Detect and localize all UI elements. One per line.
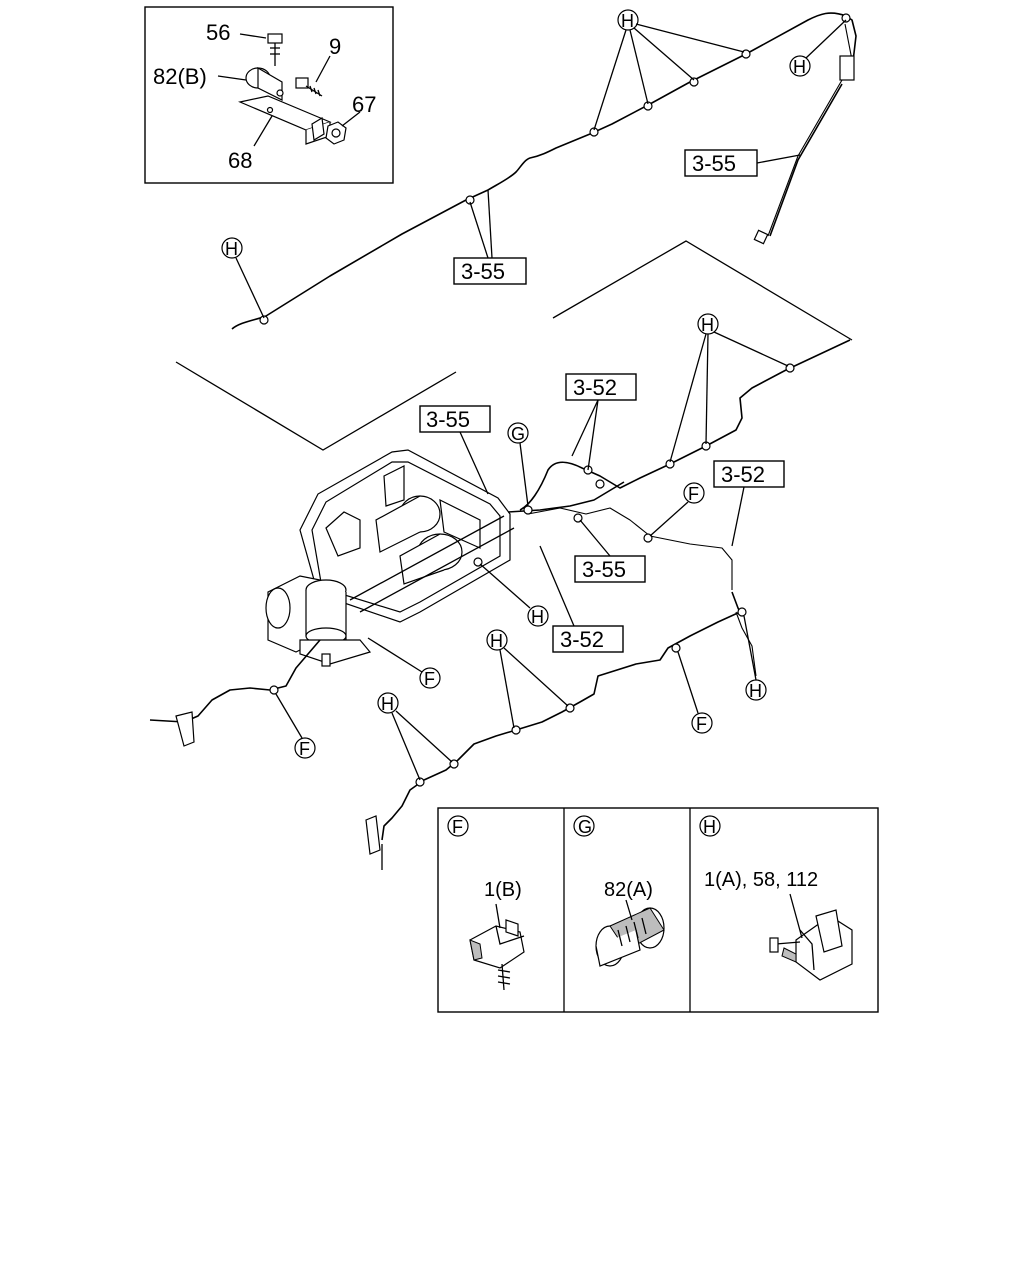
svg-text:3-52: 3-52: [560, 627, 604, 652]
legend-f-parts: 1(B): [484, 879, 522, 901]
svg-text:H: H: [621, 11, 634, 31]
clip-marker-g: G: [507, 422, 529, 507]
clip-part: [245, 66, 284, 101]
clip-marker-h-valve: H: [479, 563, 549, 627]
left-brake-pipe: [149, 639, 321, 747]
screw-part: [295, 77, 323, 97]
svg-text:H: H: [701, 315, 714, 335]
bracket-label: 68: [228, 148, 252, 173]
clip-marker-h-mid-right: H: [669, 313, 789, 463]
clip-legend-table: F 1(B) G 82(A): [437, 807, 879, 1013]
svg-text:H: H: [381, 694, 394, 714]
svg-text:F: F: [424, 669, 435, 689]
svg-text:3-55: 3-55: [692, 151, 736, 176]
screw-label: 9: [329, 34, 341, 59]
clip-h-illustration: [769, 893, 853, 981]
clip-marker-f-right: F: [649, 482, 705, 537]
svg-text:H: H: [793, 57, 806, 77]
svg-text:F: F: [688, 484, 699, 504]
floor-outline-right: [552, 240, 853, 341]
svg-text:3-55: 3-55: [426, 407, 470, 432]
bolt-leader: [239, 33, 267, 39]
svg-text:H: H: [225, 239, 238, 259]
floor-outline-left: [175, 361, 457, 451]
legend-g-cell: G 82(A): [573, 815, 665, 967]
legend-f-letter: F: [452, 817, 463, 837]
svg-text:H: H: [490, 631, 503, 651]
pipe-label-upper-right: 3-55: [684, 149, 801, 177]
svg-text:G: G: [511, 424, 525, 444]
legend-f-cell: F 1(B): [447, 815, 525, 991]
svg-text:3-52: 3-52: [721, 462, 765, 487]
svg-text:H: H: [531, 607, 544, 627]
pipe-label-mid-left: 3-55: [419, 405, 491, 495]
nut-label: 67: [352, 92, 376, 117]
lower-brake-pipe: [365, 591, 757, 870]
clip-marker-h-left: H: [221, 237, 265, 319]
bolt-part: [267, 33, 283, 66]
bracket-leader: [253, 115, 273, 147]
clip-marker-h-lower-left: H: [377, 692, 453, 781]
svg-text:F: F: [299, 739, 310, 759]
clip-marker-h-upper: H: [593, 9, 745, 131]
clip-g-illustration: [595, 899, 665, 967]
pipe-label-upper-center: 3-55: [453, 189, 527, 285]
upper-brake-pipe: [231, 12, 857, 330]
pipe-label-52-right: 3-52: [713, 460, 785, 547]
legend-g-letter: G: [578, 817, 592, 837]
clip-marker-h-upper-right: H: [789, 19, 847, 77]
svg-text:3-55: 3-55: [582, 557, 626, 582]
pipe-label-52-lower: 3-52: [539, 545, 624, 653]
nut-leader: [341, 111, 361, 127]
bolt-label: 56: [206, 20, 230, 45]
svg-text:F: F: [696, 714, 707, 734]
clip-marker-h-lower-center: H: [486, 629, 569, 729]
pipe-label-52-top: 3-52: [565, 373, 637, 471]
bracket-part: [238, 95, 332, 145]
clip-marker-f-valve: F: [367, 637, 441, 689]
screw-leader: [315, 55, 331, 83]
legend-h-cell: H 1(A), 58, 112: [699, 815, 853, 981]
pipe-label-mid-center: 3-55: [574, 519, 646, 583]
svg-text:3-55: 3-55: [461, 259, 505, 284]
svg-text:H: H: [749, 681, 762, 701]
legend-h-parts: 1(A), 58, 112: [704, 869, 818, 891]
nut-part: [325, 121, 347, 145]
valve-assembly: [265, 449, 515, 667]
detail-inset: 56 82(B) 9 68 67: [144, 6, 394, 184]
svg-text:3-52: 3-52: [573, 375, 617, 400]
clip-marker-f-lower: F: [677, 651, 713, 734]
clip-f-illustration: [469, 903, 525, 991]
mid-brake-pipes: [473, 339, 851, 590]
clip-leader: [217, 75, 247, 81]
legend-h-letter: H: [703, 817, 716, 837]
legend-g-parts: 82(A): [604, 879, 653, 901]
clip-label: 82(B): [153, 64, 207, 89]
clip-marker-f-left: F: [275, 693, 316, 759]
clip-marker-h-lower-right: H: [743, 615, 767, 701]
